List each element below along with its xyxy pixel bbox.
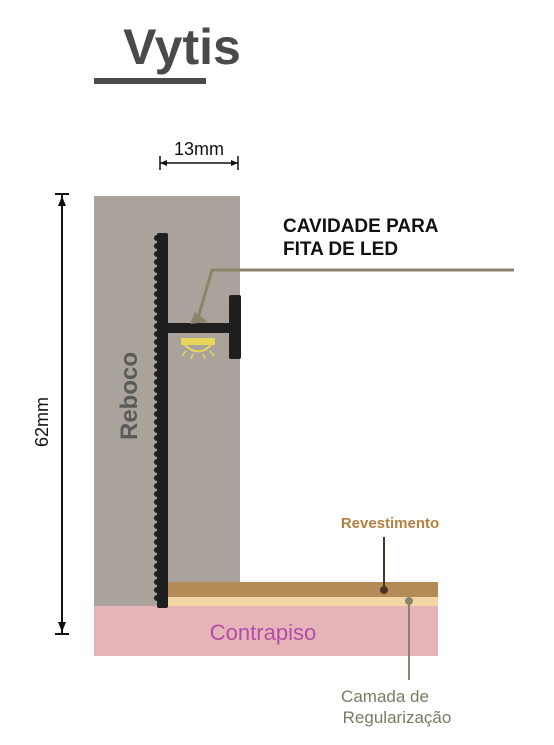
serration-tooth [154, 323, 160, 329]
height-dimension-label: 62mm [32, 397, 52, 447]
serration-tooth [154, 523, 160, 529]
serration-tooth [154, 507, 160, 513]
profile-arm [166, 323, 232, 333]
serration-tooth [154, 235, 160, 241]
serration-tooth [154, 251, 160, 257]
camada-label-line1: Camada de [341, 687, 429, 706]
serration-tooth [154, 563, 160, 569]
serration-tooth [154, 299, 160, 305]
serration-tooth [154, 451, 160, 457]
profile-serration [154, 235, 160, 601]
serration-tooth [154, 587, 160, 593]
serration-tooth [154, 491, 160, 497]
regularizacao-layer [168, 597, 438, 606]
serration-tooth [154, 547, 160, 553]
led-strip-icon [181, 338, 215, 360]
profile-lip [229, 295, 241, 359]
serration-tooth [154, 315, 160, 321]
serration-tooth [154, 555, 160, 561]
width-dimension-label: 13mm [174, 139, 224, 159]
height-arrow-bottom [58, 622, 66, 632]
contrapiso-label: Contrapiso [210, 620, 316, 645]
title-underline [94, 78, 206, 84]
serration-tooth [154, 595, 160, 601]
serration-tooth [154, 531, 160, 537]
title: Vytis [123, 19, 241, 75]
serration-tooth [154, 435, 160, 441]
reboco-label: Reboco [116, 352, 143, 440]
serration-tooth [154, 379, 160, 385]
width-arrow-left [160, 160, 167, 166]
serration-tooth [154, 307, 160, 313]
serration-tooth [154, 387, 160, 393]
serration-tooth [154, 243, 160, 249]
serration-tooth [154, 483, 160, 489]
cavity-leader-line [196, 268, 514, 319]
serration-tooth [154, 395, 160, 401]
serration-tooth [154, 275, 160, 281]
serration-tooth [154, 331, 160, 337]
serration-tooth [154, 339, 160, 345]
contrapiso-layer [94, 606, 438, 656]
serration-tooth [154, 419, 160, 425]
serration-tooth [154, 283, 160, 289]
revestimento-label: Revestimento [341, 515, 439, 532]
serration-tooth [154, 539, 160, 545]
serration-tooth [154, 579, 160, 585]
revestimento-dot [380, 586, 388, 594]
serration-tooth [154, 443, 160, 449]
serration-tooth [154, 403, 160, 409]
camada-label-line2: Regularização [343, 708, 452, 727]
serration-tooth [154, 571, 160, 577]
serration-tooth [154, 459, 160, 465]
camada-dot [405, 597, 413, 605]
cavity-leader-arrow [190, 312, 208, 324]
serration-tooth [154, 363, 160, 369]
cavity-label-line1: CAVIDADE PARA [283, 216, 439, 237]
serration-tooth [154, 347, 160, 353]
serration-tooth [154, 427, 160, 433]
serration-tooth [154, 291, 160, 297]
serration-tooth [154, 515, 160, 521]
width-arrow-right [231, 160, 238, 166]
serration-tooth [154, 475, 160, 481]
serration-tooth [154, 267, 160, 273]
serration-tooth [154, 499, 160, 505]
serration-tooth [154, 371, 160, 377]
serration-tooth [154, 355, 160, 361]
serration-tooth [154, 259, 160, 265]
serration-tooth [154, 411, 160, 417]
height-arrow-top [58, 196, 66, 206]
revestimento-layer [168, 582, 438, 597]
cavity-label-line2: FITA DE LED [283, 239, 398, 260]
serration-tooth [154, 467, 160, 473]
